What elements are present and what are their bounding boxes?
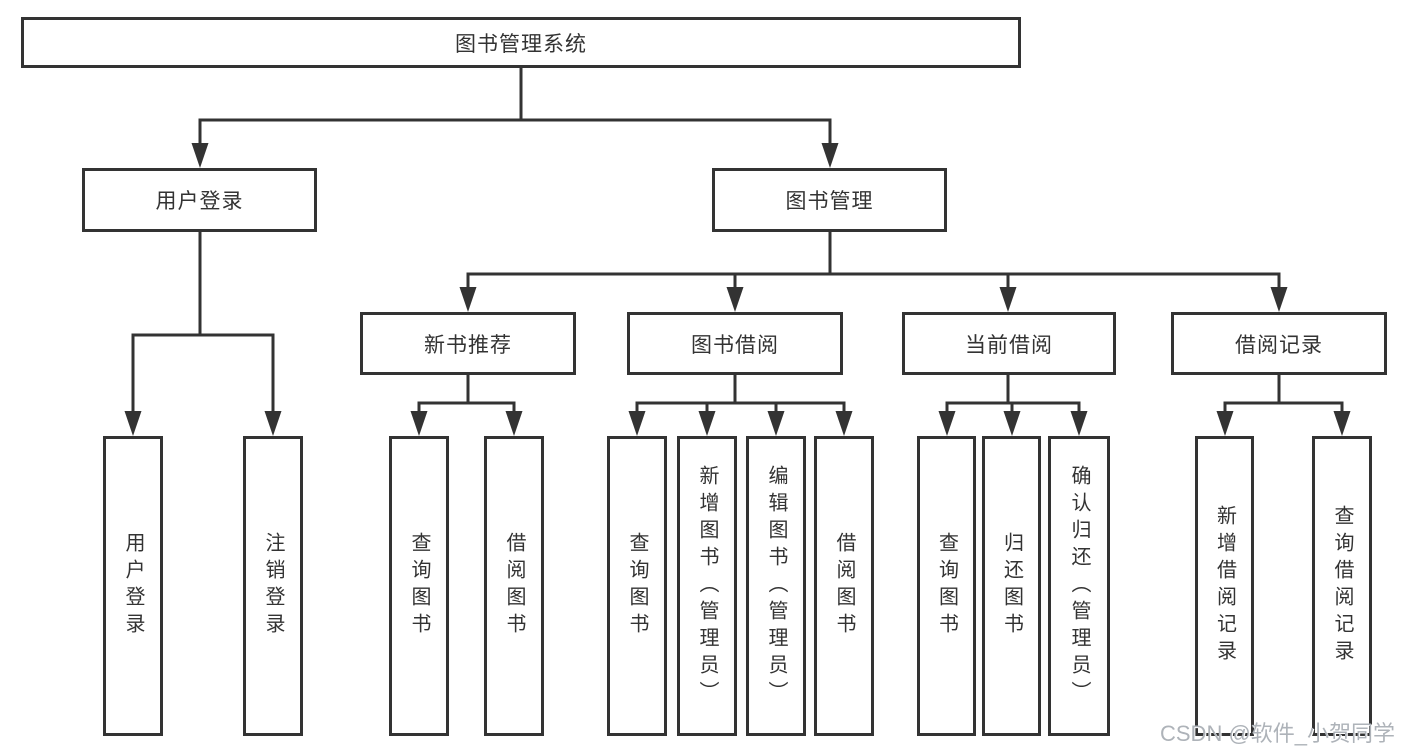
node-borrow-books-recommend-label: 借阅图书 xyxy=(503,532,525,640)
node-new-book-recommend: 新书推荐 xyxy=(360,312,576,375)
node-edit-books-admin: 编辑图书（管理员） xyxy=(746,436,806,736)
node-add-borrow-record-label: 新增借阅记录 xyxy=(1213,505,1236,667)
node-query-borrow-record: 查询借阅记录 xyxy=(1312,436,1372,736)
node-new-book-recommend-label: 新书推荐 xyxy=(424,333,512,357)
node-borrow-books-leaf-label: 借阅图书 xyxy=(833,532,855,640)
node-confirm-return-admin-label: 确认归还（管理员） xyxy=(1068,464,1090,708)
node-logout: 注销登录 xyxy=(243,436,303,736)
node-add-borrow-record: 新增借阅记录 xyxy=(1195,436,1254,736)
watermark: CSDN @软件_小贺同学 xyxy=(1160,721,1396,746)
node-current-borrow-label: 当前借阅 xyxy=(965,333,1053,357)
node-root: 图书管理系统 xyxy=(21,17,1021,68)
node-add-books-admin: 新增图书（管理员） xyxy=(677,436,737,736)
node-current-borrow: 当前借阅 xyxy=(902,312,1116,375)
node-return-books-label: 归还图书 xyxy=(1000,532,1023,640)
node-borrow-records: 借阅记录 xyxy=(1171,312,1387,375)
node-borrow-books-leaf: 借阅图书 xyxy=(814,436,874,736)
node-book-management-label: 图书管理 xyxy=(785,190,874,213)
node-logout-label: 注销登录 xyxy=(262,532,284,640)
node-root-label: 图书管理系统 xyxy=(455,32,587,56)
node-borrow-records-label: 借阅记录 xyxy=(1235,333,1323,357)
node-edit-books-admin-label: 编辑图书（管理员） xyxy=(765,464,787,708)
node-book-management: 图书管理 xyxy=(712,168,947,232)
node-query-books-borrow: 查询图书 xyxy=(607,436,667,736)
node-book-borrow-label: 图书借阅 xyxy=(691,333,779,357)
node-add-books-admin-label: 新增图书（管理员） xyxy=(696,464,718,708)
node-book-borrow: 图书借阅 xyxy=(627,312,843,375)
node-query-books-borrow-label: 查询图书 xyxy=(626,532,648,640)
node-query-books-current: 查询图书 xyxy=(917,436,976,736)
node-return-books: 归还图书 xyxy=(982,436,1041,736)
node-query-books-recommend: 查询图书 xyxy=(389,436,449,736)
node-user-login-leaf-label: 用户登录 xyxy=(122,532,144,640)
node-query-books-current-label: 查询图书 xyxy=(935,532,958,640)
node-query-books-recommend-label: 查询图书 xyxy=(408,532,430,640)
arrowheads xyxy=(124,143,1351,436)
node-user-login-leaf: 用户登录 xyxy=(103,436,163,736)
node-user-login-label: 用户登录 xyxy=(155,190,244,213)
node-confirm-return-admin: 确认归还（管理员） xyxy=(1048,436,1110,736)
node-query-borrow-record-label: 查询借阅记录 xyxy=(1331,505,1353,667)
node-user-login: 用户登录 xyxy=(82,168,317,232)
node-borrow-books-recommend: 借阅图书 xyxy=(484,436,544,736)
